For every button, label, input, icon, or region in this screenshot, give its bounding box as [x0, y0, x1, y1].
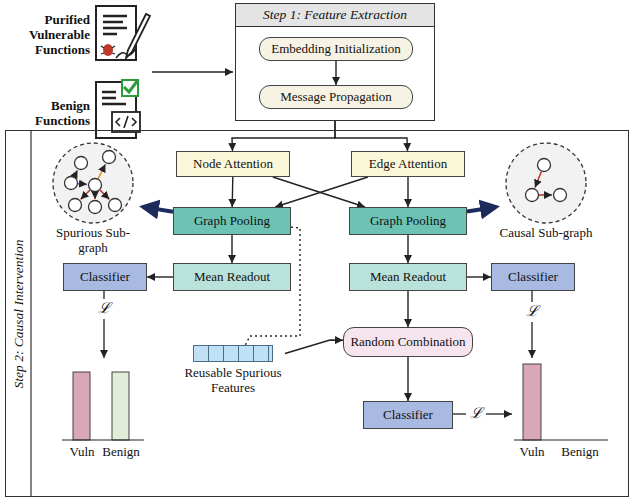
readout-box: Mean Readout — [173, 263, 291, 291]
connector — [231, 235, 232, 263]
connector — [407, 177, 408, 207]
subgraph-art — [51, 141, 135, 225]
process-box: Embedding Initialization — [259, 37, 413, 61]
heading-label: Causal Sub-graph — [496, 225, 596, 240]
stage-panel: Step 1: Feature ExtractionEmbedding Init… — [235, 3, 435, 121]
loss-symbol: ℒ — [94, 301, 114, 316]
heading-label: Spurious Sub-graph — [43, 225, 143, 255]
connector — [407, 357, 408, 401]
attention-box: Edge Attention — [351, 151, 465, 177]
box-label: Mean Readout — [370, 269, 446, 285]
axis-label: Benign — [100, 444, 142, 459]
heading-label: Step 2: Causal Intervention — [9, 164, 29, 464]
axis-label: Benign — [558, 444, 602, 459]
feature-bank: Reusable Spurious Features — [181, 345, 285, 393]
benign-bar — [112, 372, 129, 440]
box-label: Edge Attention — [369, 156, 447, 172]
box-label: Classifier — [80, 269, 130, 285]
box-label: Random Combination — [350, 334, 465, 350]
connector — [232, 121, 335, 151]
subgraph-art — [504, 141, 588, 225]
loss-symbol: ℒ — [522, 304, 542, 319]
connector — [231, 177, 233, 207]
axis-label: Vuln — [62, 444, 102, 459]
loss-leader — [531, 322, 532, 358]
heading-label: Step 1: Feature Extraction — [236, 4, 434, 27]
heading-label: Reusable Spurious Features — [181, 365, 285, 395]
connector — [467, 276, 491, 277]
attention-box: Node Attention — [176, 151, 290, 177]
subgraph-circle: Causal Sub-graph — [496, 141, 596, 257]
classifier-box: Classifier — [363, 401, 453, 429]
chart-axis — [514, 439, 608, 440]
box-label: Message Propagation — [280, 89, 392, 105]
readout-box: Mean Readout — [349, 263, 467, 291]
loss-leader — [103, 319, 104, 358]
box-label: Classifier — [383, 407, 433, 423]
vuln-doc-icon — [96, 6, 150, 60]
pooling-box: Graph Pooling — [349, 207, 467, 235]
connector — [285, 340, 343, 354]
box-label: Node Attention — [193, 156, 273, 172]
input-label: Purified Vulnerable Functions — [4, 12, 90, 57]
box-label: Mean Readout — [194, 269, 270, 285]
loss-symbol: ℒ — [466, 406, 486, 421]
feature-bar — [193, 345, 273, 362]
input-arrow — [152, 71, 233, 73]
input-label: Benign Functions — [4, 98, 90, 128]
combination-box: Random Combination — [343, 327, 473, 357]
classifier-box: Classifier — [63, 263, 147, 291]
vuln-bar — [523, 364, 541, 440]
connector — [273, 177, 365, 207]
connector — [407, 235, 408, 263]
connector — [335, 121, 408, 151]
box-label: Classifier — [508, 269, 558, 285]
connector — [407, 291, 408, 327]
vuln-bar — [73, 372, 90, 440]
box-label: Graph Pooling — [370, 213, 446, 229]
box-label: Graph Pooling — [194, 213, 270, 229]
axis-label: Vuln — [512, 444, 552, 459]
chart-axis — [62, 439, 144, 440]
connector — [275, 177, 368, 207]
subgraph-circle: Spurious Sub-graph — [43, 141, 143, 257]
pooling-box: Graph Pooling — [173, 207, 291, 235]
box-label: Embedding Initialization — [271, 41, 401, 57]
process-box: Message Propagation — [259, 85, 413, 109]
connector — [335, 61, 336, 85]
loss-leader — [452, 413, 466, 414]
loss-leader — [103, 290, 104, 299]
loss-leader — [531, 290, 532, 302]
highlight-arrow — [467, 207, 496, 212]
step2-divider — [30, 131, 31, 496]
loss-leader — [486, 413, 512, 414]
connector — [147, 276, 173, 277]
highlight-arrow — [143, 207, 173, 212]
classifier-box: Classifier — [491, 263, 575, 291]
